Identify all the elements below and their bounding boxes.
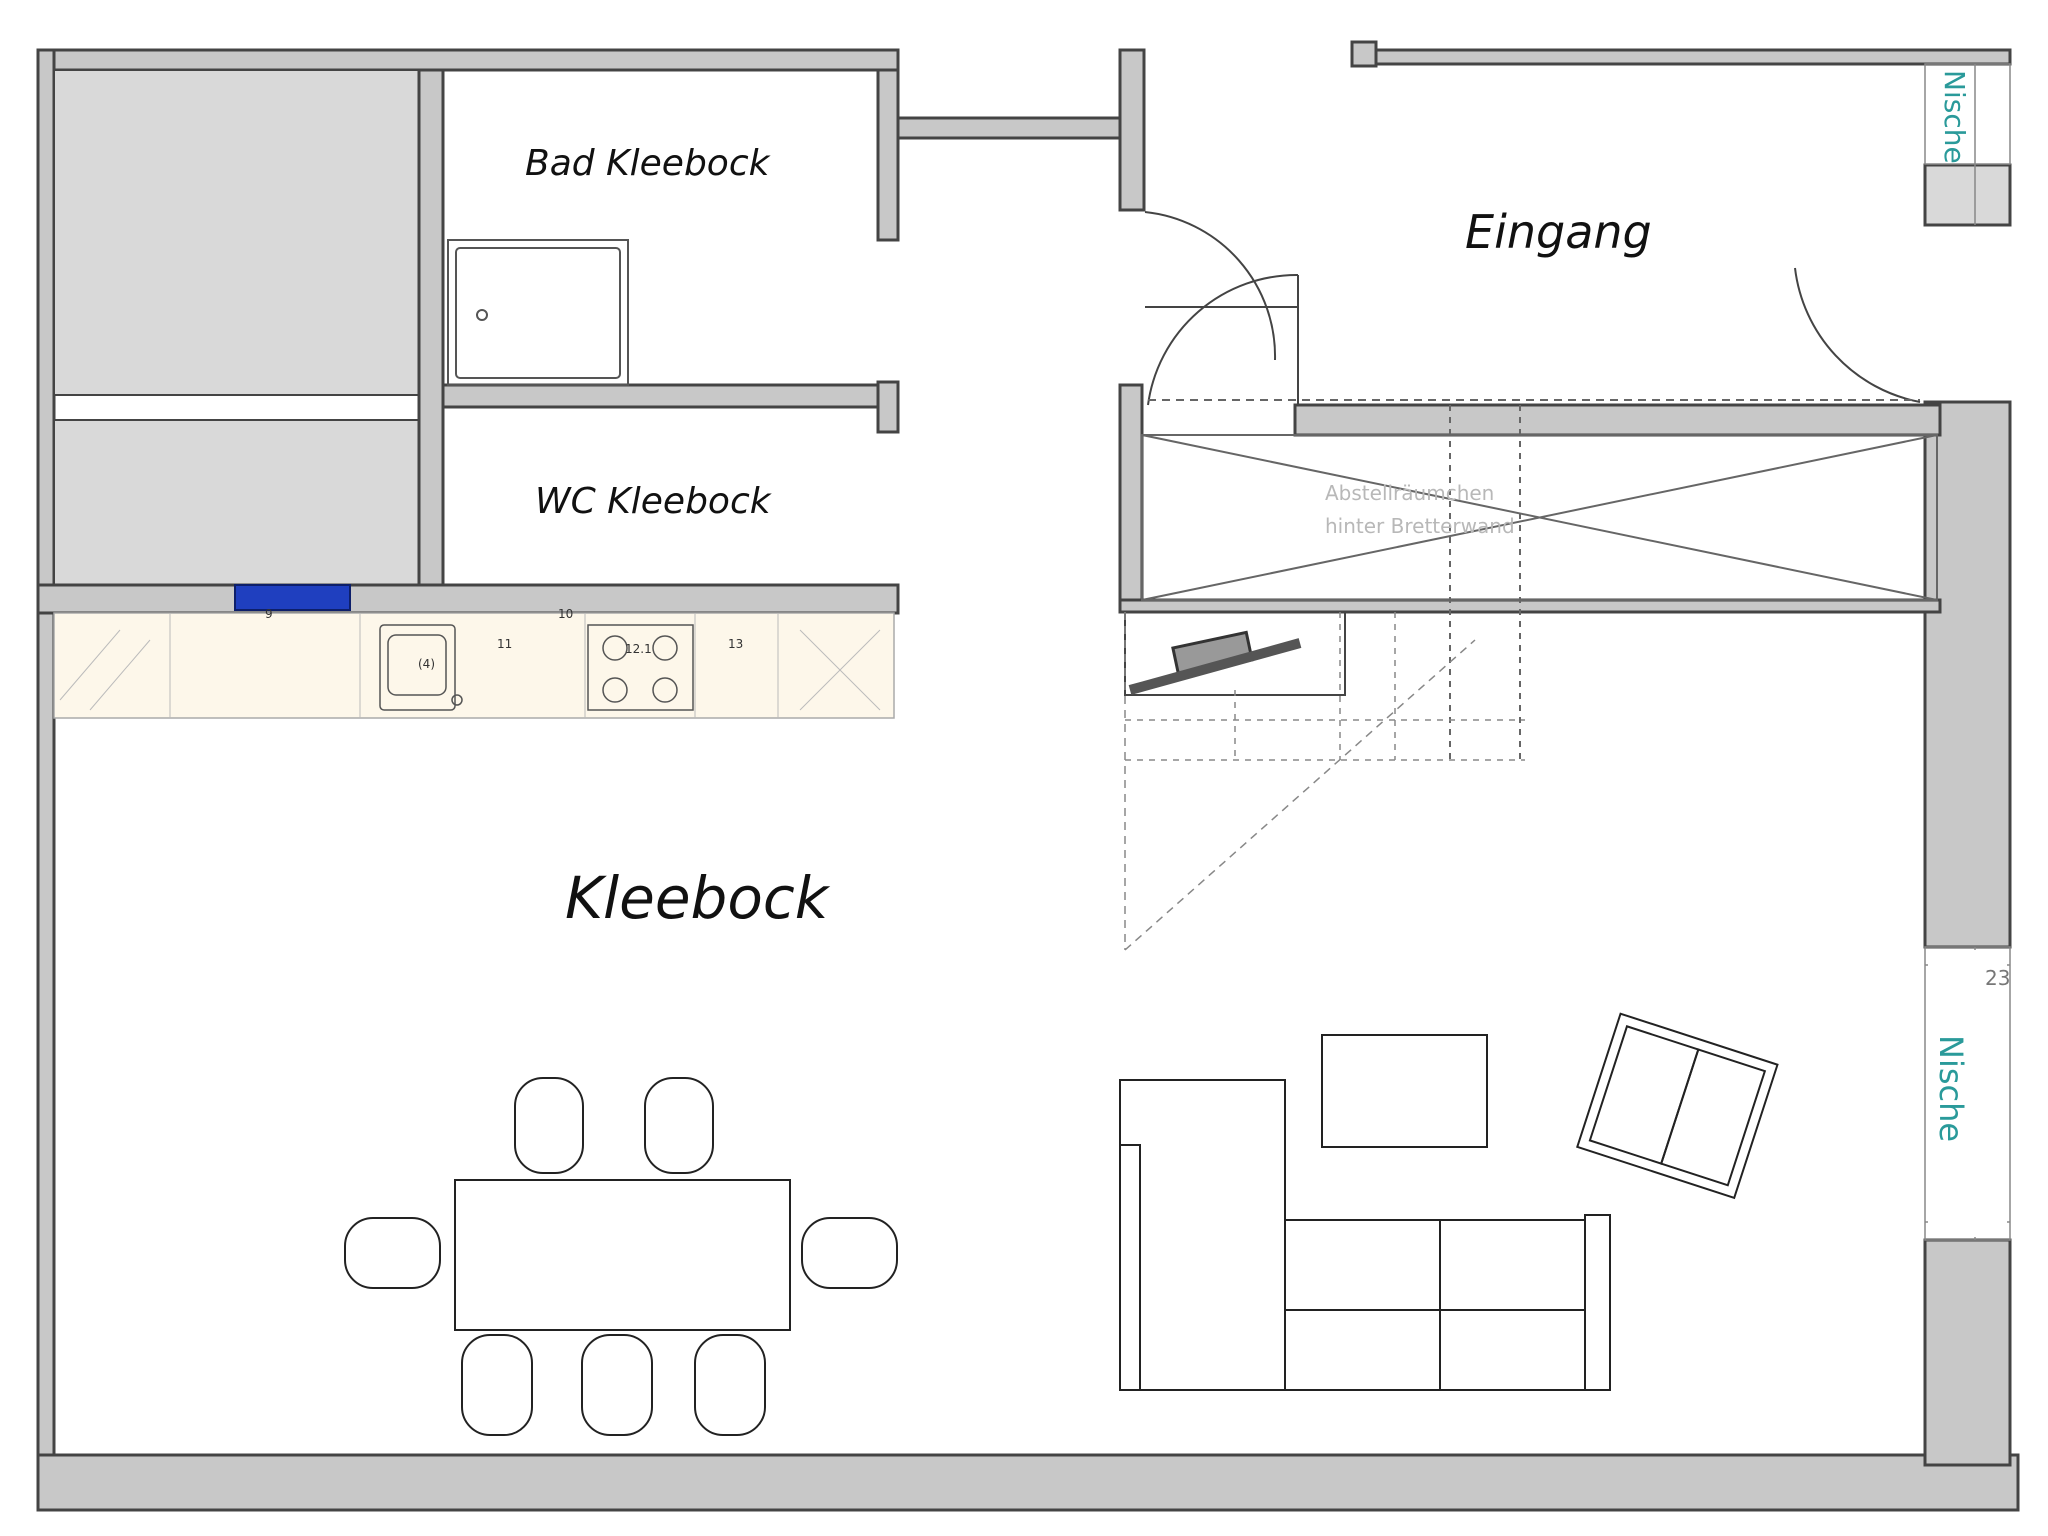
chair: [461, 1334, 533, 1436]
niche-label-right: Nische: [1932, 1035, 1970, 1142]
kitchen-num-b: 11: [497, 637, 512, 651]
kitchen-num-d: 10: [558, 607, 573, 621]
top-niche: [1924, 63, 2011, 225]
window-marker: [234, 584, 351, 611]
niche-floor: [1928, 950, 2007, 1237]
chair: [344, 1217, 441, 1289]
kitchen-num-e: 12.1: [625, 642, 652, 656]
coffee-table: [1321, 1034, 1488, 1148]
storage-area: [1141, 399, 1938, 760]
chair: [644, 1077, 714, 1174]
kitchen-num-a: 9: [265, 607, 273, 621]
dimension-label: 23: [1985, 966, 2010, 990]
staircase: [1124, 611, 1525, 951]
interior-walls: [36, 48, 2012, 615]
living-furniture: [1119, 1012, 1779, 1391]
room-label-main: Kleebock: [565, 864, 831, 932]
exterior-walls: [36, 40, 2020, 1512]
sofa: [1119, 1079, 1286, 1391]
armchair: [1576, 1012, 1779, 1200]
dining-set: [344, 1077, 898, 1436]
niche-label-top: Nische: [1938, 70, 1971, 164]
storage-label-line2: hinter Bretterwand: [1325, 514, 1515, 538]
service-blocks: [53, 69, 420, 586]
storage-label-line1: Abstellräumchen: [1325, 481, 1494, 505]
shower-tray: [447, 239, 629, 386]
room-label-bad: Bad Kleebock: [525, 143, 772, 184]
room-label-wc: WC Kleebock: [535, 481, 773, 522]
chair: [801, 1217, 898, 1289]
chair: [581, 1334, 653, 1436]
kitchen-num-c: (4): [418, 657, 435, 671]
room-label-eingang: Eingang: [1465, 205, 1652, 259]
kitchen-num-f: 13: [728, 637, 743, 651]
kitchen-counter: 9 11 (4) 10 12.1 13: [53, 607, 895, 719]
chair: [514, 1077, 584, 1174]
dining-table: [454, 1179, 791, 1331]
door-swings: [1144, 211, 1921, 406]
chair: [694, 1334, 766, 1436]
